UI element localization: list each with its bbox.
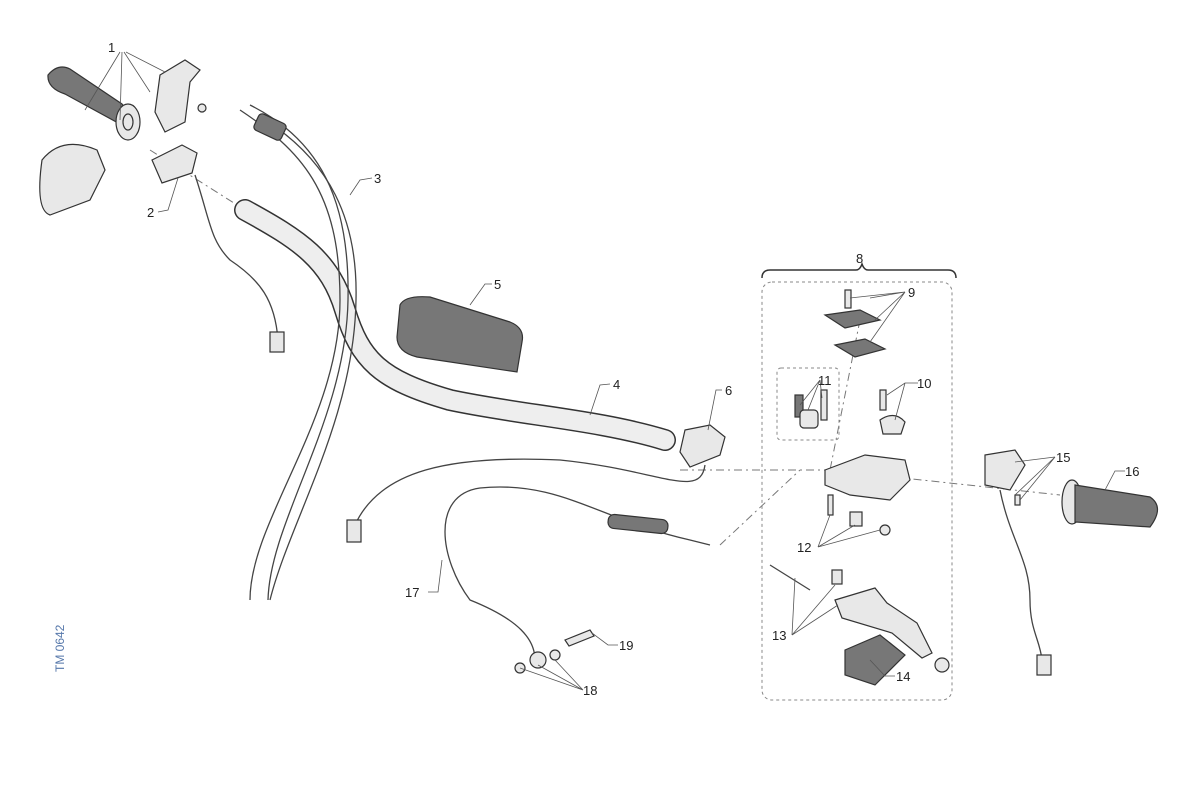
callout-12: 12 xyxy=(797,540,811,555)
callout-5: 5 xyxy=(494,277,501,292)
connector-left xyxy=(269,331,285,353)
throttle-cables xyxy=(239,104,357,601)
master-cylinder-parts xyxy=(769,289,950,686)
leader-lines xyxy=(84,51,1125,691)
callout-6: 6 xyxy=(725,383,732,398)
right-switch-and-grip xyxy=(984,449,1159,676)
callout-15: 15 xyxy=(1056,450,1070,465)
callout-10: 10 xyxy=(917,376,931,391)
throttle-assembly xyxy=(39,59,207,216)
repair-kit-box xyxy=(776,367,840,441)
callout-8: 8 xyxy=(856,251,863,266)
group-bracket xyxy=(761,261,957,279)
callout-19: 19 xyxy=(619,638,633,653)
reference-code: TM 0642 xyxy=(53,624,67,672)
callout-13: 13 xyxy=(772,628,786,643)
callout-17: 17 xyxy=(405,585,419,600)
master-cylinder-group-box xyxy=(761,281,953,701)
callout-1: 1 xyxy=(108,40,115,55)
callout-16: 16 xyxy=(1125,464,1139,479)
handlebar xyxy=(235,200,675,450)
switch-wire-left xyxy=(194,174,279,341)
axis-line-clutch xyxy=(719,469,801,546)
handlebar-pad xyxy=(396,296,524,373)
callout-4: 4 xyxy=(613,377,620,392)
clutch-cable xyxy=(444,486,711,661)
callout-2: 2 xyxy=(147,205,154,220)
callout-11: 11 xyxy=(818,373,832,388)
callout-9: 9 xyxy=(908,285,915,300)
kill-switch xyxy=(346,424,726,543)
callout-18: 18 xyxy=(583,683,597,698)
callout-3: 3 xyxy=(374,171,381,186)
callout-14: 14 xyxy=(896,669,910,684)
